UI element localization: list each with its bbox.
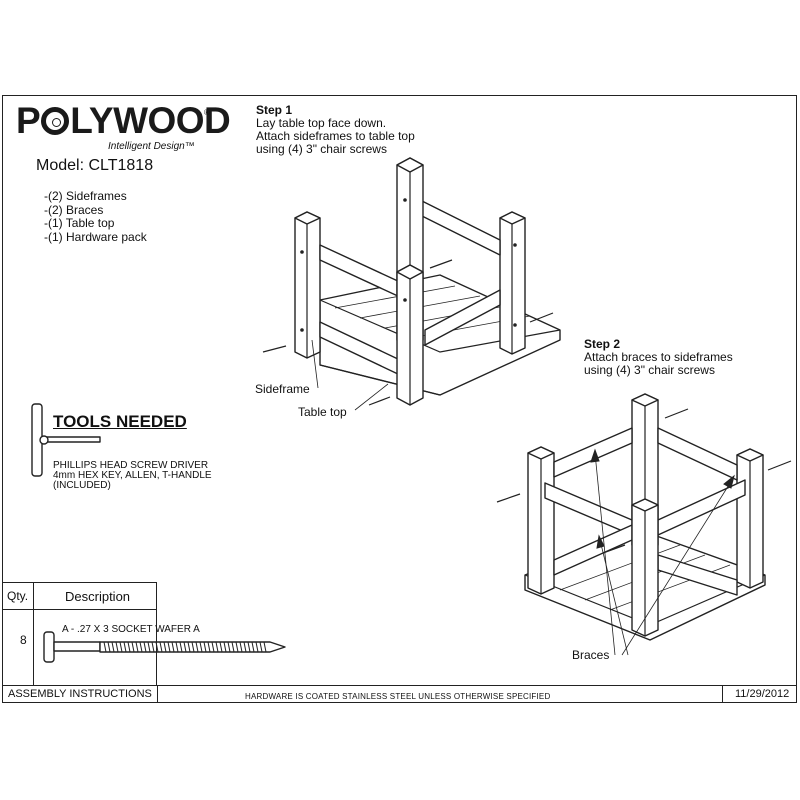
registered-mark: ®	[204, 108, 210, 117]
drawing-border	[2, 95, 797, 703]
screw-thread	[167, 641, 171, 653]
step1-line: using (4) 3" chair screws	[256, 142, 387, 156]
screw-thread	[171, 641, 175, 653]
step1-line: Attach sideframes to table top	[256, 129, 415, 143]
screw-thread	[107, 641, 111, 653]
step1-line: Lay table top face down.	[256, 116, 387, 130]
screw-thread	[191, 641, 195, 653]
screw-icon	[43, 631, 286, 663]
step1-instructions: Step 1 Lay table top face down. Attach s…	[256, 104, 415, 156]
screw-thread	[123, 641, 127, 653]
parts-item: -(1) Table top	[44, 216, 115, 230]
footer-date: 11/29/2012	[735, 688, 790, 700]
tagline: Intelligent Design™	[108, 141, 195, 152]
step1-title: Step 1	[256, 103, 293, 117]
screw-thread	[219, 641, 223, 653]
screw-thread	[135, 641, 139, 653]
description-header: Description	[65, 589, 131, 604]
model-number: Model: CLT1818	[36, 157, 154, 174]
screw-thread	[243, 641, 247, 653]
screw-thread	[143, 641, 147, 653]
footer-right-divider	[722, 685, 723, 703]
qty-header: Qty.	[7, 589, 29, 603]
footer-divider	[2, 685, 797, 686]
screw-thread	[255, 641, 259, 653]
screw-thread	[111, 641, 115, 653]
screw-thread	[227, 641, 231, 653]
screw-thread	[103, 641, 107, 653]
step2-instructions: Step 2 Attach braces to sideframes using…	[584, 338, 733, 377]
screw-thread	[195, 641, 199, 653]
step1-drawing	[262, 157, 561, 411]
screw-thread	[127, 641, 131, 653]
screw-thread	[235, 641, 239, 653]
footer-left-divider	[157, 685, 158, 703]
tool-item: PHILLIPS HEAD SCREW DRIVER	[53, 460, 209, 471]
braces-drawing	[544, 427, 746, 596]
recycle-ring-icon	[41, 107, 70, 135]
hardware-table	[2, 582, 157, 685]
hardware-table-header-line	[2, 609, 157, 610]
screw-thread	[231, 641, 235, 653]
tool-item: (INCLUDED)	[53, 480, 111, 491]
tools-title: TOOLS NEEDED	[53, 412, 187, 431]
screw-thread	[259, 641, 263, 653]
screw-thread	[163, 641, 167, 653]
screw-thread	[139, 641, 143, 653]
tool-item: 4mm HEX KEY, ALLEN, T-HANDLE	[53, 470, 212, 481]
screw-thread	[159, 641, 163, 653]
step2-line: using (4) 3" chair screws	[584, 363, 715, 377]
braces-label: Braces	[572, 648, 610, 662]
hex-key-icon	[31, 403, 101, 477]
step1-screws	[262, 259, 554, 406]
screw-thread	[183, 641, 187, 653]
screw-thread	[115, 641, 119, 653]
screw-thread	[151, 641, 155, 653]
hardware-table-divider	[33, 582, 34, 685]
screw-thread	[187, 641, 191, 653]
hardware-description: A - .27 X 3 SOCKET WAFER A	[62, 624, 200, 635]
screw-thread	[203, 641, 207, 653]
parts-item: -(2) Braces	[44, 202, 104, 217]
screw-thread	[215, 641, 219, 653]
screw-thread	[147, 641, 151, 653]
parts-item: -(2) Sideframes	[44, 189, 127, 203]
sideframe-label: Sideframe	[255, 382, 310, 396]
step2-screws	[496, 408, 792, 554]
screw-thread	[251, 641, 255, 653]
parts-list: -(2) Sideframes -(2) Braces -(1) Table t…	[44, 189, 147, 244]
footer-title: ASSEMBLY INSTRUCTIONS	[8, 688, 152, 700]
screw-thread	[179, 641, 183, 653]
hardware-qty: 8	[20, 633, 27, 647]
screw-thread	[119, 641, 123, 653]
step2-title: Step 2	[584, 337, 621, 351]
table-top-label: Table top	[298, 405, 347, 419]
tools-list: PHILLIPS HEAD SCREW DRIVER 4mm HEX KEY, …	[53, 461, 212, 491]
screw-thread	[199, 641, 203, 653]
step2-drawing	[496, 393, 792, 656]
screw-thread	[223, 641, 227, 653]
screw-thread	[175, 641, 179, 653]
footer-note: HARDWARE IS COATED STAINLESS STEEL UNLES…	[245, 692, 551, 701]
screw-thread	[131, 641, 135, 653]
screw-thread	[211, 641, 215, 653]
screw-thread	[207, 641, 211, 653]
screw-thread	[263, 641, 267, 653]
screw-thread	[239, 641, 243, 653]
step2-line: Attach braces to sideframes	[584, 350, 733, 364]
screw-thread	[247, 641, 251, 653]
parts-item: -(1) Hardware pack	[44, 229, 147, 244]
